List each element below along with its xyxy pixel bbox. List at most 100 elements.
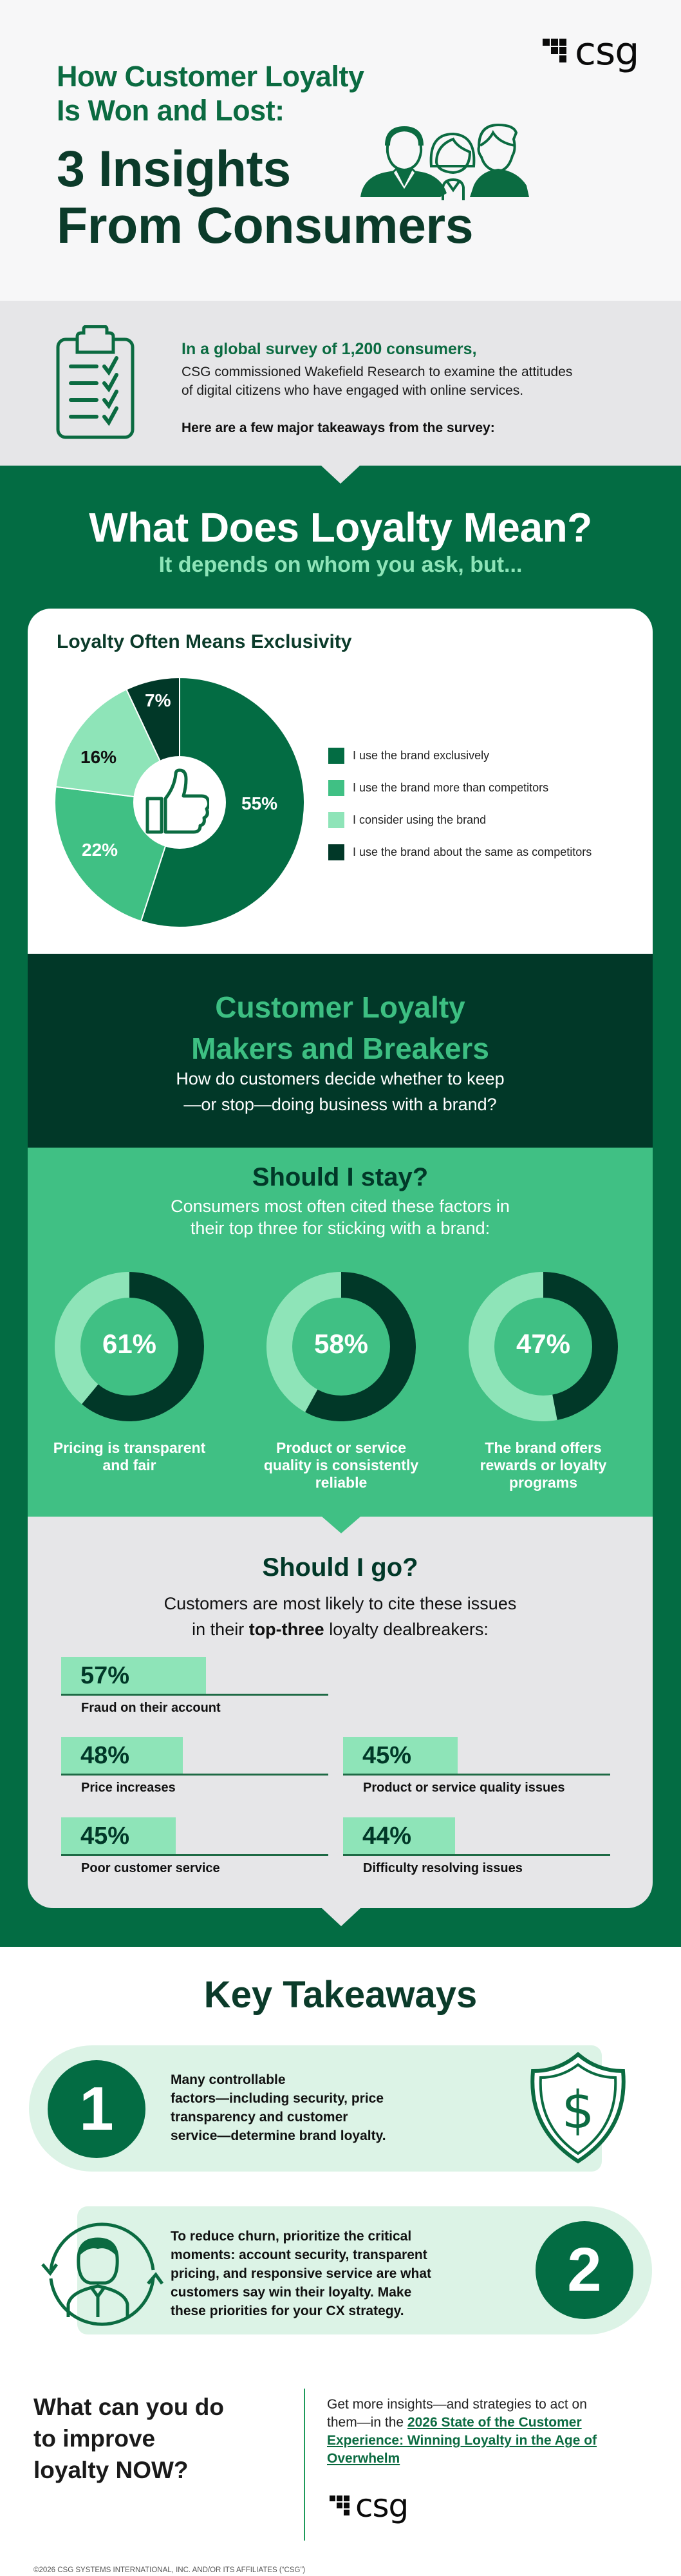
notch-pointer [322, 1517, 360, 1533]
dealbreaker-bar: 57% [61, 1657, 328, 1696]
csg-logo-text: csg [575, 29, 639, 74]
pie-label-same: 7% [145, 690, 171, 710]
legend-swatch [328, 779, 344, 796]
go-subtitle: Customers are most likely to cite these … [28, 1591, 653, 1642]
takeaway-text: To reduce churn, prioritize the critical… [171, 2227, 518, 2320]
stay-donut-3: 47% [469, 1272, 618, 1425]
bar-label: Fraud on their account [81, 1701, 221, 1715]
cta-question: What can you do to improve loyalty NOW? [33, 2391, 224, 2486]
stay-title: Should I stay? [252, 1163, 429, 1191]
csg-logo-footer: csg [330, 2487, 409, 2524]
text-line: transparency and customer [171, 2110, 348, 2125]
stay-donut-2: 58% [266, 1272, 416, 1425]
chart-legend: I use the brand exclusively I use the br… [328, 739, 592, 868]
notch-pointer [321, 466, 360, 484]
subtitle-text: loyalty dealbreakers: [324, 1620, 489, 1639]
section-subtitle: It depends on whom you ask, but... [158, 553, 523, 577]
stay-donut-1: 61% [55, 1272, 205, 1425]
key-takeaways-title: Key Takeaways [203, 1974, 478, 2016]
donut-caption: Product or service quality is consistent… [245, 1439, 438, 1492]
dealbreaker-bar: 45% [61, 1817, 328, 1856]
text-line: these priorities for your CX strategy. [171, 2304, 404, 2318]
page-title: 3 Insights From Consumers [57, 140, 474, 254]
intro-lead: In a global survey of 1,200 consumers, [182, 340, 477, 358]
text-line: To reduce churn, prioritize the critical [171, 2229, 412, 2244]
bar-value: 45% [80, 1823, 130, 1850]
caption-line: programs [508, 1474, 578, 1491]
dealbreaker-bar: 45% [343, 1737, 610, 1776]
makers-breakers-banner [28, 954, 653, 1148]
donut-value: 58% [313, 1329, 369, 1359]
takeaway-number-badge: 1 [48, 2060, 145, 2158]
donut-ring [469, 1272, 618, 1421]
subtitle-line: —or stop—doing business with a brand? [183, 1095, 497, 1114]
shield-dollar-icon: $ [530, 2052, 626, 2164]
csg-logo-mark-icon [543, 37, 571, 66]
title-line: Makers and Breakers [191, 1032, 489, 1065]
csg-logo-mark-icon [330, 2494, 353, 2517]
bar-label: Product or service quality issues [363, 1781, 565, 1795]
subtitle-line: Consumers most often cited these factors… [171, 1197, 510, 1216]
bar-value: 45% [362, 1742, 412, 1769]
legend-swatch [328, 844, 344, 860]
clipboard-checklist-icon [56, 325, 135, 439]
bar-value: 57% [80, 1662, 130, 1689]
takeaway-number-badge: 2 [536, 2221, 633, 2319]
csg-logo: csg [543, 32, 639, 71]
intro-body: CSG commissioned Wakefield Research to e… [182, 365, 573, 398]
legend-swatch [328, 747, 344, 764]
people-group-icon [360, 123, 529, 200]
donut-value: 61% [102, 1329, 157, 1359]
header-banner [0, 0, 681, 301]
pie-label-consider: 16% [80, 747, 117, 767]
header-subtitle-line: How Customer Loyalty [57, 60, 364, 93]
subtitle-emphasis: top-three [248, 1620, 324, 1639]
csg-logo-text: csg [355, 2487, 409, 2524]
cta-text-body: Get more insights—and strategies to act … [327, 2397, 587, 2430]
takeaway-text: Many controllable factors—including secu… [171, 2070, 454, 2145]
thumbs-up-icon [145, 768, 209, 834]
subtitle-line: in their top-three loyalty dealbreakers: [28, 1616, 653, 1642]
stay-subtitle: Consumers most often cited these factors… [28, 1195, 653, 1239]
legend-label: I use the brand more than competitors [353, 781, 549, 794]
subtitle-line: How do customers decide whether to keep [176, 1069, 505, 1088]
makers-breakers-subtitle: How do customers decide whether to keep … [28, 1066, 653, 1117]
bar-fill [61, 1817, 176, 1854]
legend-item: I use the brand exclusively [328, 739, 592, 772]
caption-line: Pricing is transparent [53, 1439, 206, 1456]
pie-label-exclusive: 55% [241, 793, 278, 813]
customer-cycle-icon [41, 2222, 164, 2326]
chart-title: Loyalty Often Means Exclusivity [57, 631, 352, 652]
donut-value: 47% [516, 1329, 571, 1359]
legend-item: I use the brand more than competitors [328, 772, 592, 804]
bar-label: Difficulty resolving issues [363, 1861, 523, 1875]
bar-label: Poor customer service [81, 1861, 220, 1875]
bar-fill [343, 1737, 458, 1774]
text-line: customers say win their loyalty. Make [171, 2285, 412, 2300]
cta-question-line: loyalty NOW? [33, 2457, 189, 2483]
legend-item: I consider using the brand [328, 804, 592, 836]
legend-swatch [328, 811, 344, 828]
report-link[interactable]: 2026 State of the Customer Experience: W… [327, 2415, 597, 2466]
copyright: ©2026 CSG SYSTEMS INTERNATIONAL, INC. AN… [33, 2566, 306, 2574]
pie-label-more: 22% [82, 840, 118, 860]
legend-item: I use the brand about the same as compet… [328, 836, 592, 868]
subtitle-line: their top three for sticking with a bran… [190, 1218, 490, 1238]
page-title-line: From Consumers [57, 196, 474, 254]
page-title-line: 3 Insights [57, 140, 291, 197]
loyalty-donut-chart: 55% 22% 16% 7% [54, 676, 305, 928]
cta-divider [304, 2389, 305, 2541]
dealbreaker-bar: 48% [61, 1737, 328, 1776]
cta-text: Get more insights—and strategies to act … [327, 2396, 604, 2468]
title-line: Customer Loyalty [215, 990, 465, 1024]
bar-fill [343, 1817, 455, 1854]
donut-caption: The brand offers rewards or loyalty prog… [447, 1439, 640, 1492]
intro-takeaways-text: Here are a few major takeaways from the … [182, 421, 495, 435]
caption-line: Product or service [276, 1439, 406, 1456]
svg-text:$: $ [562, 2080, 595, 2140]
legend-label: I consider using the brand [353, 813, 487, 826]
bar-fill [61, 1737, 183, 1774]
section-title: What Does Loyalty Mean? [89, 504, 592, 551]
legend-label: I use the brand about the same as compet… [353, 845, 592, 858]
header-subtitle-line: Is Won and Lost: [57, 94, 285, 127]
